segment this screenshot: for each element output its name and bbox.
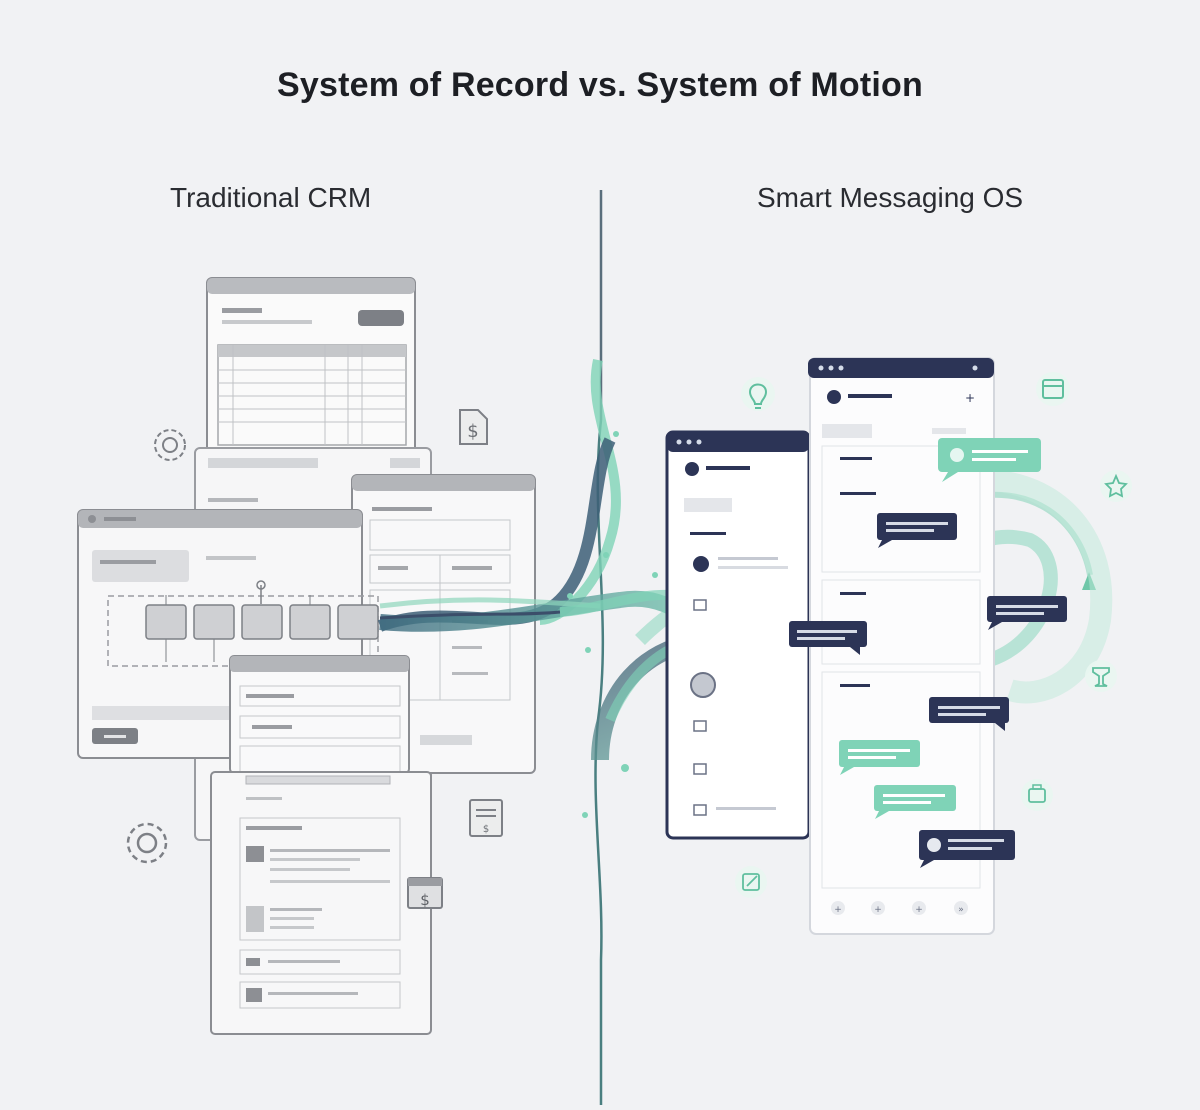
crm-window-bottom <box>210 771 432 1035</box>
chat-bubble-navy <box>789 621 867 655</box>
svg-text:$: $ <box>483 824 489 835</box>
trophy-icon <box>1085 660 1117 692</box>
chat-bubble-navy <box>877 513 957 548</box>
pipeline-stages <box>145 595 379 662</box>
chat-bubble-green <box>874 785 956 819</box>
invoice-icon: $ <box>469 799 503 837</box>
edit-icon <box>735 866 767 898</box>
svg-text:+: + <box>834 905 842 915</box>
traditional-crm-label: Traditional CRM <box>170 182 372 213</box>
svg-text:+: + <box>874 905 882 915</box>
star-icon <box>1100 470 1132 502</box>
dollar-calendar-icon: $ <box>407 877 443 909</box>
svg-text:$: $ <box>467 421 478 442</box>
svg-text:+: + <box>965 391 975 405</box>
chat-bubble-navy <box>919 830 1015 868</box>
page-title: System of Record vs. System of Motion <box>277 66 923 104</box>
briefcase-icon <box>1021 779 1053 811</box>
chat-bubble-navy <box>987 596 1067 630</box>
chat-bubble-navy <box>929 697 1009 731</box>
smart-messaging-os-label: Smart Messaging OS <box>757 182 1024 213</box>
lightbulb-icon <box>741 377 775 411</box>
crm-window-top <box>206 277 416 459</box>
chat-bubble-green <box>938 438 1041 482</box>
dollar-document-icon: $ <box>459 409 488 445</box>
svg-text:+: + <box>915 905 923 915</box>
bottom-nav: + + + » <box>831 901 968 915</box>
gear-icon <box>154 429 186 461</box>
chat-bubble-green <box>839 740 920 775</box>
crm-window-front-list <box>229 655 410 807</box>
svg-text:»: » <box>958 905 964 915</box>
center-divider <box>539 190 621 1105</box>
calendar-icon <box>1036 372 1070 406</box>
svg-text:$: $ <box>420 891 430 909</box>
gear-icon <box>126 822 168 864</box>
messaging-app-window-left <box>665 430 811 840</box>
